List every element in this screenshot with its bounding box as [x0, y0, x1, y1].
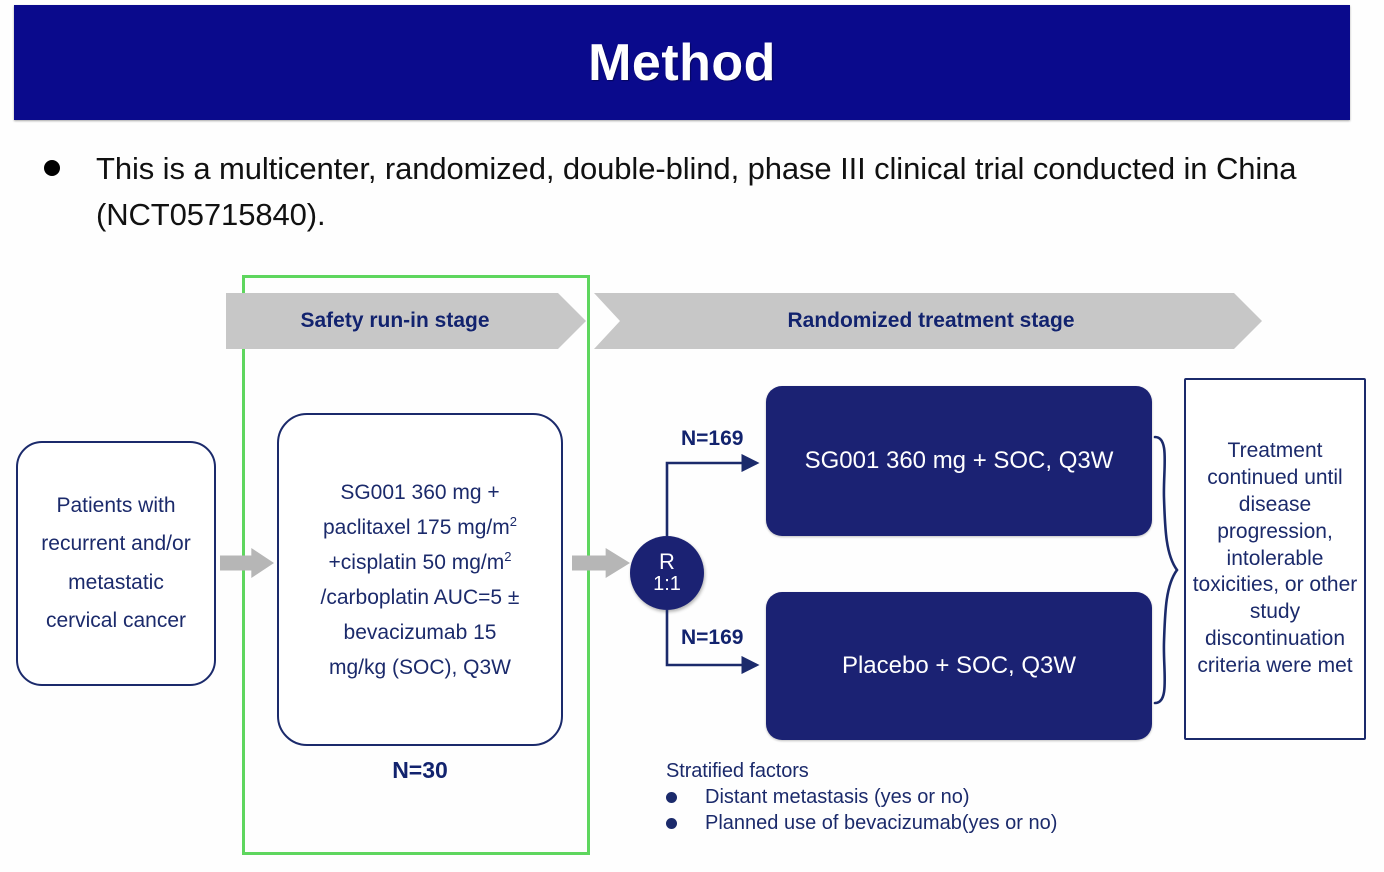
treatment-arm-b-box: Placebo + SOC, Q3W	[766, 592, 1152, 740]
connector-arms-brace	[1153, 435, 1179, 705]
bullet-icon	[44, 160, 60, 176]
randomization-node: R 1:1	[630, 536, 704, 610]
regimen-line-4: /carboplatin AUC=5 ±	[320, 585, 520, 609]
slide-title-bar: Method	[14, 5, 1350, 120]
patients-eligibility-box: Patients with recurrent and/or metastati…	[16, 441, 216, 686]
safety-run-in-sample-size: N=30	[392, 757, 448, 783]
treatment-continuation-text: Treatment continued until disease progre…	[1192, 439, 1358, 678]
intro-paragraph: This is a multicenter, randomized, doubl…	[44, 146, 1314, 238]
arm-b-sample-size: N=169	[681, 626, 744, 649]
stage-banner-safety-label: Safety run-in stage	[300, 309, 490, 332]
bullet-icon	[666, 818, 677, 829]
regimen-line-2-superscript: 2	[509, 513, 517, 529]
regimen-line-6: mg/kg (SOC), Q3W	[328, 655, 512, 679]
randomization-ratio: 1:1	[653, 573, 681, 596]
stratified-factors-list: Distant metastasis (yes or no) Planned u…	[666, 786, 1057, 835]
patients-line-1: Patients with	[56, 494, 176, 518]
patients-line-3: metastatic	[68, 570, 164, 594]
regimen-line-1: SG001 360 mg +	[340, 480, 500, 504]
list-item: Planned use of bevacizumab(yes or no)	[666, 812, 1057, 835]
connector-randomization-to-arm-a	[665, 453, 760, 536]
stage-banner-randomized-label: Randomized treatment stage	[787, 309, 1075, 332]
stratified-factor-2: Planned use of bevacizumab(yes or no)	[705, 812, 1058, 834]
regimen-line-3-text: +cisplatin 50 mg/m	[328, 550, 505, 574]
treatment-arm-b-label: Placebo + SOC, Q3W	[841, 652, 1077, 679]
stratified-factors-title: Stratified factors	[666, 760, 809, 782]
stage-banner-safety-run-in: Safety run-in stage	[226, 293, 586, 349]
stage-banner-randomized-treatment: Randomized treatment stage	[594, 293, 1262, 349]
randomization-letter: R	[659, 549, 675, 575]
page-title: Method	[588, 33, 776, 92]
treatment-arm-a-box: SG001 360 mg + SOC, Q3W	[766, 386, 1152, 536]
bullet-icon	[666, 792, 677, 803]
regimen-line-5: bevacizumab 15	[343, 620, 497, 644]
treatment-continuation-box: Treatment continued until disease progre…	[1184, 378, 1366, 740]
stratified-factor-1: Distant metastasis (yes or no)	[705, 786, 970, 808]
list-item: Distant metastasis (yes or no)	[666, 786, 1057, 809]
arm-a-sample-size: N=169	[681, 427, 744, 450]
stratified-factors-block: Stratified factors Distant metastasis (y…	[666, 760, 1057, 835]
regimen-line-2: paclitaxel 175 mg/m2	[323, 510, 517, 545]
patients-line-4: cervical cancer	[45, 608, 187, 632]
regimen-line-2-text: paclitaxel 175 mg/m	[323, 515, 510, 539]
connector-randomization-to-arm-b	[665, 610, 760, 675]
intro-text: This is a multicenter, randomized, doubl…	[96, 151, 1297, 232]
treatment-arm-a-label: SG001 360 mg + SOC, Q3W	[804, 447, 1114, 474]
patients-line-2: recurrent and/or	[41, 532, 191, 556]
regimen-line-3-superscript: 2	[504, 548, 512, 564]
safety-run-in-regimen-box: SG001 360 mg + paclitaxel 175 mg/m2 +cis…	[277, 413, 563, 746]
regimen-line-3: +cisplatin 50 mg/m2	[329, 545, 512, 580]
